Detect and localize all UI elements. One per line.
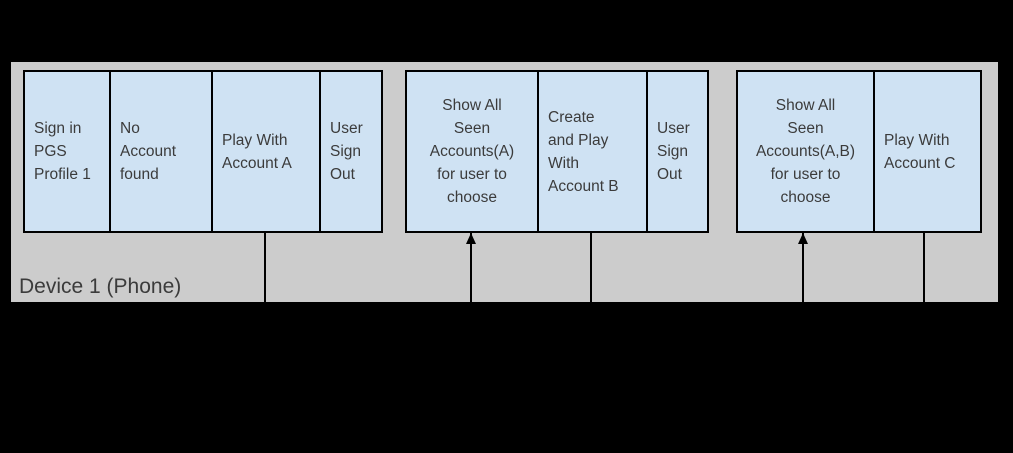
flow-group-3: Show All Seen Accounts(A,B) for user to … [736,70,982,233]
box-no-account-found: No Account found [109,70,213,233]
box-label: User Sign Out [330,120,363,183]
box-create-and-play-with-account-b: Create and Play With Account B [537,70,648,233]
up-arrowhead-icon [798,233,808,244]
box-sign-in-pgs-profile-1: Sign in PGS Profile 1 [23,70,111,233]
box-user-sign-out-1: User Sign Out [319,70,383,233]
box-label: No Account found [120,120,177,183]
connector-line-show-all-seen-accounts-a [470,233,472,302]
box-label: User Sign Out [657,120,690,183]
flow-group-1: Sign in PGS Profile 1 No Account found P… [23,70,383,233]
box-play-with-account-c: Play With Account C [873,70,982,233]
box-label: Sign in PGS Profile 1 [34,120,91,183]
connector-line-play-with-account-a [264,233,266,302]
device-label: Device 1 (Phone) [19,275,182,298]
connector-line-create-and-play-account-b [590,233,592,302]
box-show-all-seen-accounts-a: Show All Seen Accounts(A) for user to ch… [405,70,539,233]
box-show-all-seen-accounts-ab: Show All Seen Accounts(A,B) for user to … [736,70,875,233]
connector-line-play-with-account-c [923,233,925,302]
flow-group-2: Show All Seen Accounts(A) for user to ch… [405,70,709,233]
box-play-with-account-a: Play With Account A [211,70,321,233]
box-label: Show All Seen Accounts(A) for user to ch… [429,97,515,206]
connector-line-show-all-seen-accounts-ab [802,233,804,302]
box-label: Play With Account C [884,131,956,172]
box-label: Play With Account A [222,131,292,172]
box-label: Create and Play With Account B [548,108,619,195]
box-label: Show All Seen Accounts(A,B) for user to … [755,97,856,206]
device-timeline-band: Sign in PGS Profile 1 No Account found P… [11,62,998,302]
box-user-sign-out-2: User Sign Out [646,70,709,233]
up-arrowhead-icon [466,233,476,244]
